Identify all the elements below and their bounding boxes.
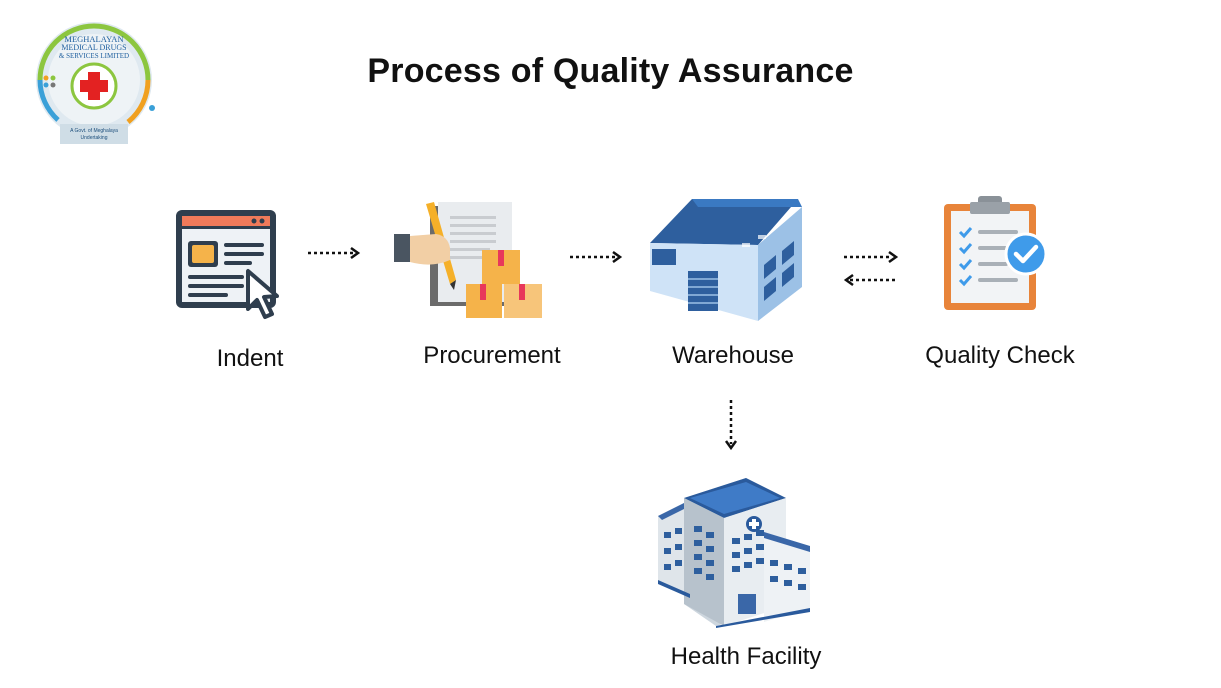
logo-org-line-2: MEDICAL DRUGS bbox=[61, 43, 126, 52]
logo-tagline-line-1: A Govt. of Meghalaya bbox=[70, 128, 118, 134]
step-label-quality-check: Quality Check bbox=[925, 342, 1075, 369]
flow-arrow-quality-check-to-warehouse bbox=[842, 273, 900, 287]
warehouse-building-icon bbox=[646, 195, 806, 323]
quality-check-clipboard-icon bbox=[942, 194, 1052, 312]
step-label-procurement: Procurement bbox=[423, 342, 561, 369]
flow-arrow-warehouse-to-health-facility bbox=[724, 398, 738, 452]
logo-org-line-3: & SERVICES LIMITED bbox=[59, 52, 129, 60]
flow-arrow-indent-to-procurement bbox=[306, 246, 362, 260]
flow-arrow-procurement-to-warehouse bbox=[568, 250, 624, 264]
step-label-health-facility: Health Facility bbox=[670, 643, 822, 670]
procurement-contract-icon bbox=[392, 198, 548, 322]
health-facility-hospital-icon bbox=[654, 476, 814, 628]
logo-tagline-line-2: Undertaking bbox=[81, 135, 108, 141]
page-title: Process of Quality Assurance bbox=[367, 52, 854, 90]
logo-org-line-1: MEGHALAYAN bbox=[64, 34, 123, 44]
flow-arrow-warehouse-to-quality-check bbox=[842, 250, 900, 264]
step-label-indent: Indent bbox=[216, 345, 284, 372]
organization-logo: MEGHALAYAN MEDICAL DRUGS & SERVICES LIMI… bbox=[28, 20, 162, 148]
step-label-warehouse: Warehouse bbox=[672, 342, 794, 369]
indent-browser-icon bbox=[174, 207, 292, 325]
